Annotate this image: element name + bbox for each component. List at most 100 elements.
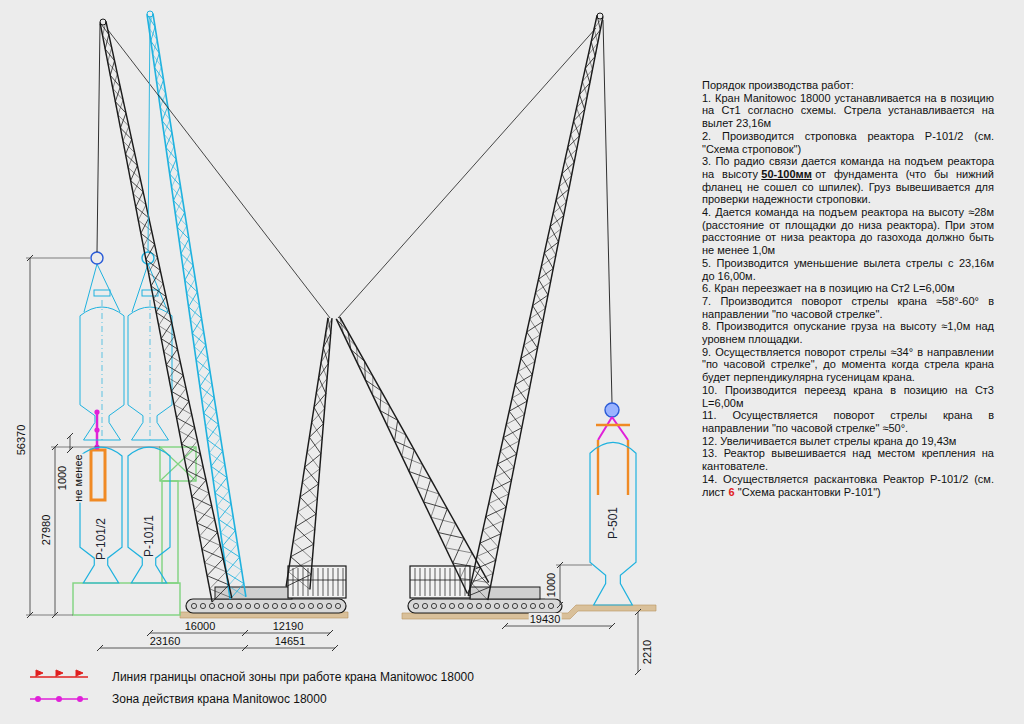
illustration [26, 11, 656, 702]
work-step-text: 4. Дается команда на подъем реактора на … [702, 206, 994, 256]
boom-sheave [597, 13, 603, 19]
work-step: 5. Производится уменьшение вылета стрелы… [702, 257, 994, 282]
track-roller [209, 603, 214, 608]
dimension-tick [635, 609, 641, 615]
counterweight-plate [303, 568, 304, 596]
track-roller [218, 603, 223, 608]
dimension-tick [609, 623, 615, 629]
track-roller [458, 603, 463, 608]
crawler-track [408, 599, 562, 613]
dimension-tick [67, 433, 73, 439]
boom-lacing [149, 14, 246, 597]
rigging-frame [596, 425, 630, 495]
hook-block [91, 252, 103, 264]
work-step: 8. Производится опускание груза на высот… [702, 320, 994, 345]
hook-block [605, 403, 619, 417]
dimension-tick [635, 669, 641, 675]
counterweight [410, 566, 470, 598]
track-roller [467, 603, 472, 608]
work-step-text: 2. Производится строповка реактора Р-101… [702, 130, 994, 155]
work-step: 9. Осуществляется поворот стрелы ≈34° в … [702, 346, 994, 384]
dimension-tick [67, 447, 73, 453]
spreader [142, 290, 158, 296]
track-roller [272, 603, 277, 608]
counterweight-plate [445, 568, 446, 596]
legend-sample-flag [76, 670, 83, 677]
boom-lacing [340, 317, 489, 582]
center-line [102, 300, 103, 440]
dimension-tick [27, 255, 33, 261]
crane-zone-dot [94, 427, 99, 432]
work-step-text: 11. Осуществляется поворот стрелы крана … [702, 409, 994, 434]
sling [84, 264, 120, 312]
counterweight-plate [298, 568, 299, 596]
legend-sample-dot [35, 696, 41, 702]
crane-zone-dot [94, 409, 99, 414]
boom-lacing [471, 17, 603, 600]
work-step-text: 6 [728, 486, 734, 498]
dimension-label: 12190 [272, 620, 305, 632]
track-roller [530, 603, 535, 608]
pendant-cable [108, 30, 330, 318]
dimension-tick [242, 630, 248, 636]
work-step: Порядок производства работ: [702, 79, 994, 92]
boom-sheave [100, 19, 106, 25]
track-roller [317, 603, 322, 608]
boom-sheave [147, 11, 153, 17]
boom-lacing [468, 15, 600, 596]
track-roller [254, 603, 259, 608]
counterweight-plate [425, 568, 426, 596]
track-roller [440, 603, 445, 608]
work-step-text: "Схема раскантовки Р-101") [738, 486, 881, 498]
reactor-vessel: Р-101/2 [80, 445, 122, 583]
track-roller [263, 603, 268, 608]
counterweight-plate [323, 568, 324, 596]
reactor-outline [80, 445, 122, 583]
pendant-cable [338, 28, 596, 318]
track-roller [422, 603, 427, 608]
track-roller [521, 603, 526, 608]
work-step: 6. Кран переезжает на в позицию на Ст2 L… [702, 282, 994, 295]
reactor-vessel: Р-501 [590, 440, 636, 605]
counterweight-plate [450, 568, 451, 596]
sling [598, 417, 628, 440]
track-roller [191, 603, 196, 608]
dimension-line [100, 648, 335, 649]
counterweight-plate [293, 568, 294, 596]
crawler-track [186, 599, 346, 613]
dimension-line [560, 565, 561, 605]
track-roller [290, 603, 295, 608]
dimension-tick [52, 444, 58, 450]
dimension-line [638, 612, 639, 672]
legend-sample-dot [77, 696, 83, 702]
track-roller [413, 603, 418, 608]
legend-text: Линия границы опасной зоны при работе кр… [112, 670, 474, 684]
legend-text: Зона действия крана Manitowoc 18000 [112, 692, 327, 706]
track-roller [308, 603, 313, 608]
foundation [73, 583, 180, 615]
work-step: 11. Осуществляется поворот стрелы крана … [702, 409, 994, 434]
dimension-tick [97, 645, 103, 651]
spreader [94, 290, 110, 296]
work-step-text: 13. Реактор вывешивается над местом креп… [702, 447, 994, 472]
dimension-label: 16000 [184, 620, 217, 632]
work-step: 2. Производится строповка реактора Р-101… [702, 130, 994, 155]
dimension-label: 23160 [149, 635, 182, 647]
work-step-text: 50-100мм [761, 168, 812, 180]
dimension-line [150, 633, 330, 634]
track-roller [485, 603, 490, 608]
track-roller [245, 603, 250, 608]
track-roller [431, 603, 436, 608]
work-step: 3. По радио связи дается команда на подъ… [702, 155, 994, 206]
dimension-tick [502, 623, 508, 629]
reactor-highlight [91, 450, 105, 500]
track-roller [281, 603, 286, 608]
reactor-label: Р-101/1 [143, 515, 156, 557]
counterweight-plate [460, 568, 461, 596]
work-step: 12. Увеличивается вылет стрелы крана до … [702, 435, 994, 448]
reactor-shell [80, 447, 122, 583]
reactor-shell [590, 442, 636, 605]
dimension-tick [327, 630, 333, 636]
track-roller [335, 603, 340, 608]
